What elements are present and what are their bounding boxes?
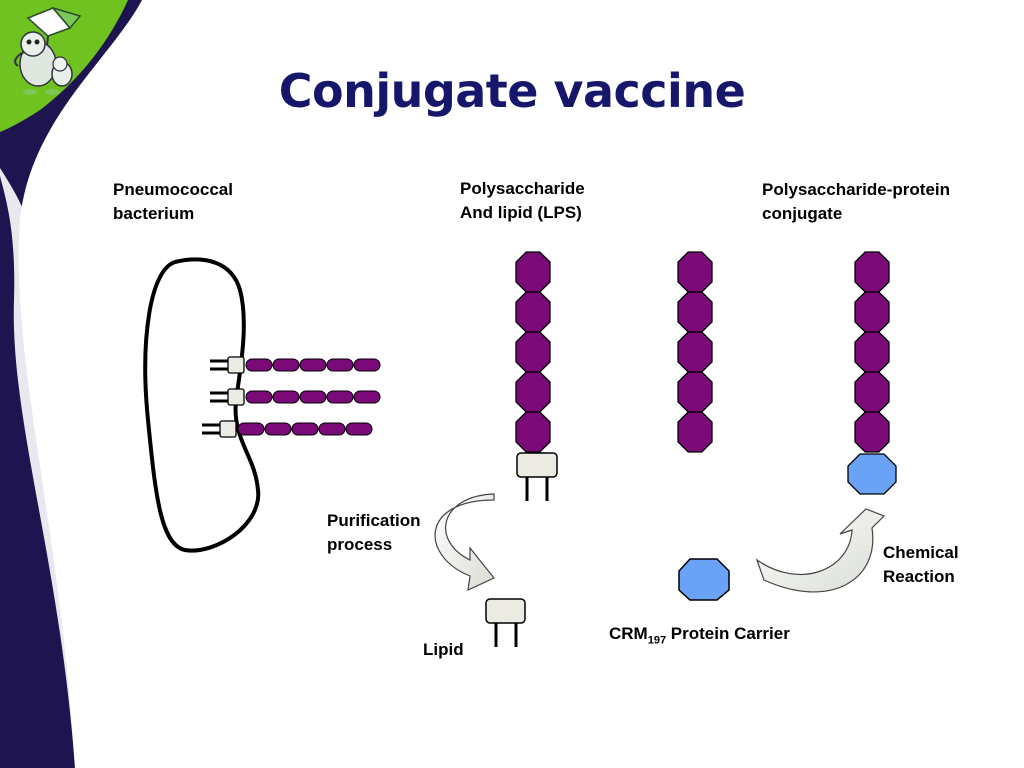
lipid-molecule [485,598,526,647]
polysaccharide-unit [677,331,713,373]
polysaccharide-unit [272,390,300,404]
purification-arrow-icon [434,493,495,592]
lps-polysaccharide-column [515,251,551,453]
crm-label-prefix: CRM [609,624,648,643]
cartoon-mascot-logo [14,6,82,95]
sidebar-navy-band [0,0,142,768]
polysaccharide-unit [272,358,300,372]
purification-label-line1: Purification [327,511,421,530]
sidebar-white-curve [0,168,82,768]
polysaccharide-unit [854,331,890,373]
conjugate-label: Polysaccharide-protein conjugate [762,178,950,226]
polysaccharide-unit [515,411,551,453]
lipid-anchor [219,420,237,438]
polysaccharide-unit [264,422,292,436]
lps-label-line1: Polysaccharide [460,179,585,198]
chemical-reaction-label: Chemical Reaction [883,541,959,589]
conjugate-label-line1: Polysaccharide-protein [762,180,951,199]
lps-lipid-anchor [516,452,558,501]
polysaccharide-unit [854,371,890,413]
polysaccharide-unit [677,291,713,333]
bacterium-label: Pneumococcal bacterium [113,178,233,226]
polysaccharide-unit [291,422,319,436]
conjugate-label-line2: conjugate [762,204,843,223]
lipid-anchor [227,356,245,374]
polysaccharide-unit [345,422,373,436]
lipid-anchor [227,388,245,406]
polysaccharide-unit [854,411,890,453]
polysaccharide-unit [237,422,265,436]
chemical-reaction-label-line2: Reaction [883,567,955,586]
polysaccharide-unit [854,251,890,293]
polysaccharide-unit [318,422,346,436]
polysaccharide-unit [515,251,551,293]
polysaccharide-unit [326,358,354,372]
bacterium-label-line2: bacterium [113,204,195,223]
free-polysaccharide-column [677,251,713,453]
page-title: Conjugate vaccine [278,64,746,118]
crm197-protein [678,558,730,601]
crm-label: CRM197 Protein Carrier [609,622,790,652]
bacterium-outline [143,257,261,553]
polysaccharide-unit [677,411,713,453]
reaction-arrow-icon [755,508,886,593]
crm-label-subscript: 197 [647,634,667,647]
polysaccharide-unit [299,358,327,372]
polysaccharide-unit [515,331,551,373]
polysaccharide-unit [515,291,551,333]
conjugate-column [847,251,897,495]
bacterium-label-line1: Pneumococcal [113,180,233,199]
polysaccharide-unit [677,371,713,413]
polysaccharide-unit [245,358,273,372]
polysaccharide-unit [854,291,890,333]
polysaccharide-unit [677,251,713,293]
lps-label-line2: And lipid (LPS) [460,203,582,222]
purification-label: Purification process [327,509,421,557]
bacterium-lps-chains [202,356,381,438]
polysaccharide-unit [326,390,354,404]
polysaccharide-unit [299,390,327,404]
polysaccharide-unit [245,390,273,404]
lipid-label: Lipid [423,640,464,659]
polysaccharide-unit [353,390,381,404]
purification-label-line2: process [327,535,393,554]
conjugate-protein [847,453,897,495]
polysaccharide-unit [515,371,551,413]
polysaccharide-unit [353,358,381,372]
lps-label: Polysaccharide And lipid (LPS) [460,177,585,225]
crm-label-suffix: Protein Carrier [666,624,790,643]
chemical-reaction-label-line1: Chemical [883,543,959,562]
